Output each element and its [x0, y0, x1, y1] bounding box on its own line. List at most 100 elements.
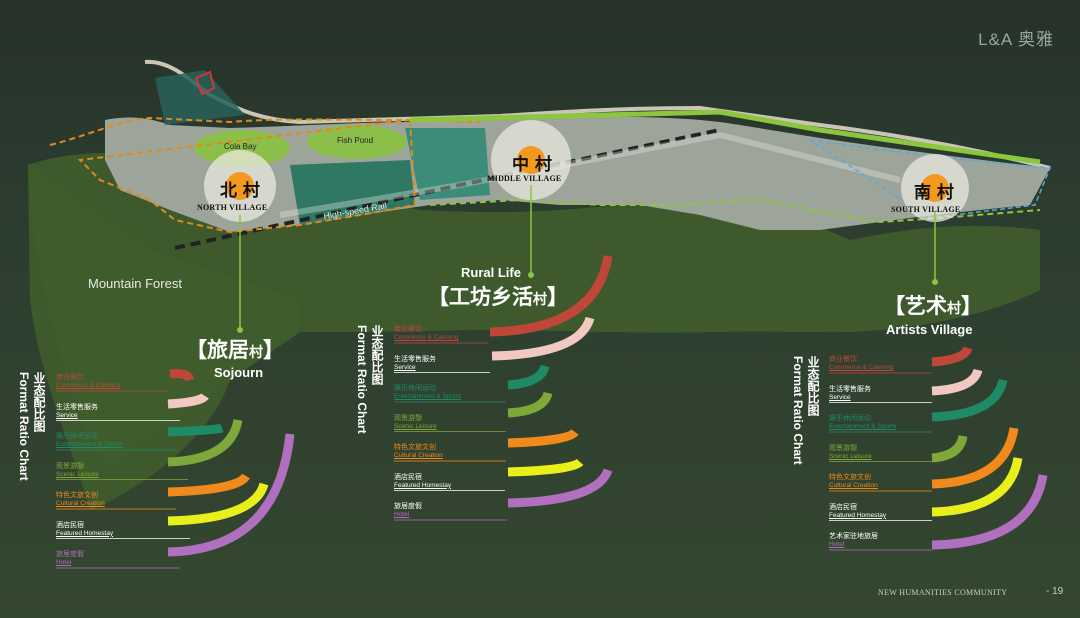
sojourn-format-en: Commerce & Catering: [56, 382, 121, 389]
fish-pond-label: Fish Pond: [337, 136, 374, 145]
sojourn-ratio-arc: [167, 482, 269, 526]
rural-ratio-arc: [507, 458, 584, 477]
rural-title-zh: 【工坊乡活村】: [428, 284, 568, 309]
middle-village-zh: 中 村: [512, 155, 552, 175]
south-leader-end: [932, 279, 938, 285]
middle-village-dot: [517, 146, 545, 174]
artists-vertical-zh: 业态配比图: [806, 356, 820, 416]
forest-label: Mountain Forest: [88, 276, 182, 291]
north-village-dot: [226, 172, 254, 200]
north-village-en: NORTH VILLAGE: [197, 203, 268, 212]
rural-format-zh: 观景游憩: [394, 414, 422, 422]
sojourn-format-zh: 旅居度假: [56, 551, 84, 558]
brand-logo: L&A 奥雅: [978, 30, 1054, 49]
artists-format-en: Hotel: [829, 541, 845, 548]
green-strip-top: [409, 109, 1041, 165]
south-village-en: SOUTH VILLAGE: [891, 205, 961, 214]
sojourn-title-zh: 【旅居村】: [186, 337, 284, 362]
rural-format-zh: 娱乐休闲运动: [394, 385, 436, 392]
rural-format-zh: 旅居度假: [394, 503, 422, 510]
artists-ratio-arc: [931, 346, 973, 367]
sojourn-format-zh: 生活零售服务: [56, 403, 98, 411]
sojourn-format-zh: 娱乐休闲运动: [56, 433, 98, 440]
artists-vertical-en: Format Ratio Chart: [791, 356, 805, 465]
artists-format-en: Featured Homestay: [829, 511, 887, 519]
sojourn-ratio-arc: [167, 418, 243, 467]
sojourn-ratio-arc: [167, 392, 209, 409]
sojourn-format-en: Cultural Creation: [56, 500, 105, 507]
forest-lower: [28, 165, 300, 470]
rural-format-zh: 商业餐饮: [394, 326, 422, 333]
sojourn-format-zh: 特色文旅文创: [56, 492, 98, 499]
middle-leader-end: [528, 272, 534, 278]
artists-format-zh: 观景游憩: [829, 444, 857, 452]
north-village-zh: 北 村: [220, 181, 260, 201]
rural-format-zh: 生活零售服务: [394, 355, 436, 363]
rural-format-zh: 酒店民宿: [394, 473, 422, 481]
sojourn-format-en: Entertainment & Sports: [56, 441, 124, 448]
rural-format-en: Scenic Leisure: [394, 422, 437, 430]
rural-ratio-arc: [507, 468, 613, 508]
sojourn-format-zh: 酒店民宿: [56, 521, 84, 529]
sojourn-ratio-arc: [167, 423, 224, 437]
artists-format-en: Scenic Leisure: [829, 452, 872, 460]
north-leader-end: [237, 327, 243, 333]
artists-format-zh: 生活零售服务: [829, 385, 871, 393]
rural-ratio-arc: [507, 391, 553, 418]
artists-format-en: Service: [829, 393, 851, 401]
south-village-dot: [921, 174, 949, 202]
rural-vertical-zh: 业态配比图: [370, 325, 384, 385]
rural-format-en: Service: [394, 363, 416, 371]
mountain-forest-area: [28, 153, 1040, 510]
cola-bay-pond: [194, 130, 290, 166]
artists-format-en: Cultural Creation: [829, 482, 878, 489]
sojourn-vertical-en: Format Ratio Chart: [17, 372, 31, 481]
rural-ratio-arc: [507, 364, 550, 390]
sojourn-format-en: Featured Homestay: [56, 529, 114, 537]
rural-format-en: Cultural Creation: [394, 452, 443, 459]
artists-title-en: Artists Village: [886, 322, 973, 337]
artists-format-zh: 特色文旅文创: [829, 474, 871, 481]
artists-ratio-arc: [931, 427, 1019, 489]
rail-glow: [279, 131, 901, 218]
artists-format-zh: 娱乐休闲运动: [829, 415, 871, 422]
sojourn-format-en: Hotel: [56, 559, 72, 566]
sojourn-title-en: Sojourn: [214, 365, 264, 380]
artists-format-en: Entertainment & Sports: [829, 423, 897, 430]
footer-text: NEW HUMANITIES COMMUNITY: [878, 588, 1008, 597]
south-village-zh: 南 村: [914, 183, 954, 203]
rural-vertical-en: Format Ratio Chart: [355, 325, 369, 434]
rural-ratio-arc: [489, 255, 613, 337]
artists-format-zh: 酒店民宿: [829, 503, 857, 511]
teal-parcel-left: [290, 160, 415, 225]
sojourn-format-zh: 观景游憩: [56, 462, 84, 470]
rural-format-en: Featured Homestay: [394, 481, 452, 489]
rural-format-en: Commerce & Catering: [394, 334, 459, 341]
artists-ratio-arc: [931, 474, 1048, 550]
rural-format-en: Hotel: [394, 511, 410, 518]
artists-ratio-arc: [931, 368, 983, 396]
rural-format-en: Entertainment & Sports: [394, 393, 462, 400]
teal-parcel-mid: [405, 128, 490, 200]
sojourn-ratio-arc: [167, 473, 250, 497]
sojourn-format-en: Service: [56, 411, 78, 419]
ratio-arcs: [56, 255, 1048, 569]
